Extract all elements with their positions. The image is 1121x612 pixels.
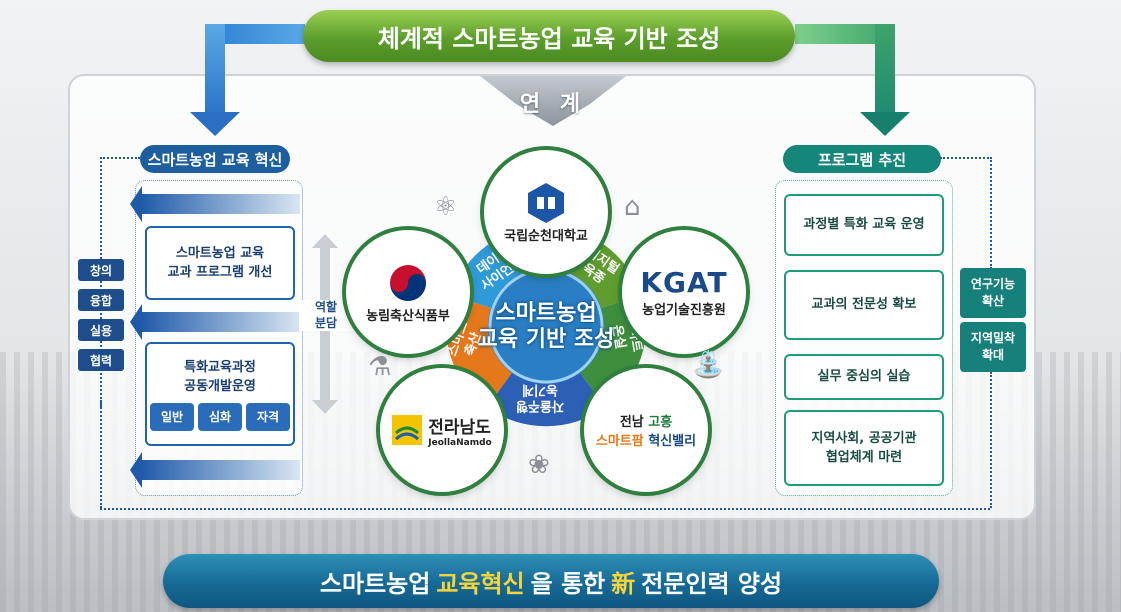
curriculum-line-2: 교과 프로그램 개선: [167, 265, 273, 280]
tag-basic: 일반: [150, 402, 194, 431]
right-dotted-vertical-2: [990, 372, 992, 508]
node-sunchon-university: 국립순천대학교: [484, 150, 608, 274]
role-line-2: 분담: [314, 315, 338, 330]
dna-icon: ⚗: [368, 352, 392, 382]
bottom-highlight-1: 교육혁신: [436, 569, 525, 598]
ring-au-1: 자율주행: [516, 398, 564, 414]
curriculum-box: 스마트농업 교육 교과 프로그램 개선: [145, 226, 295, 300]
program-box-2: 교과의 전문성 확보: [784, 270, 944, 340]
left-connector: [205, 24, 305, 44]
goheung-line-2: 스마트팜 혁신밸리: [596, 430, 696, 449]
ring-autonomous: 자율주행 농기계: [516, 382, 564, 414]
special-course-line-2: 공동개발운영: [184, 379, 256, 394]
tag-certification: 자격: [246, 402, 290, 431]
special-course-box: 특화교육과정 공동개발운영 일반 심화 자격: [145, 342, 295, 446]
node-jeollanamdo: 전라남도 JeollaNamdo: [380, 368, 504, 492]
left-title: 스마트농업 교육 혁신: [140, 145, 290, 173]
university-logo-icon: [528, 182, 564, 223]
bottom-post: 전문인력 양성: [641, 569, 783, 598]
right-connector: [795, 24, 895, 44]
jeollanamdo-label: 전라남도: [428, 417, 491, 438]
goheung-name: 고흥: [648, 415, 673, 430]
right-title: 프로그램 추진: [783, 145, 941, 173]
link-label: 연 계: [519, 92, 587, 117]
center-core: 스마트농업 교육 기반 조성: [476, 282, 616, 372]
program-box-4-line-1: 지역사회, 공공기관: [811, 430, 917, 446]
node-left-label: 농림축산식품부: [366, 308, 450, 324]
right-dotted-top: [940, 157, 992, 159]
side-tag-practicality: 실용: [78, 319, 124, 341]
irrigation-icon: ⛲: [692, 350, 725, 380]
plant-icon: ❀: [528, 450, 550, 480]
regional-line-2: 확대: [981, 348, 1005, 362]
left-dotted-vertical-2: [100, 400, 102, 508]
core-line-1: 스마트농업: [495, 300, 597, 326]
left-arrow-bar-3: [130, 452, 300, 488]
program-box-3: 실무 중심의 실습: [784, 354, 944, 400]
program-box-4-line-2: 협업체계 마련: [825, 450, 903, 465]
bottom-banner: 스마트농업 교육혁신 을 통한 新 전문인력 양성: [163, 554, 939, 608]
bottom-pre: 스마트농업: [319, 569, 431, 598]
taegeuk-logo-icon: [390, 264, 426, 301]
tag-advanced: 심화: [198, 402, 242, 431]
core-line-2: 교육 기반 조성: [477, 327, 615, 352]
curriculum-line-1: 스마트농업 교육: [175, 245, 265, 261]
left-dotted-top: [100, 157, 140, 159]
side-tag-creativity: 창의: [78, 259, 124, 281]
center-diagram: 데이터 사이언스 디지털 육종 스마트 온실 자율주행 농기계 스마트 축산 스…: [346, 150, 746, 496]
role-line-1: 역할: [314, 300, 338, 314]
role-division-label: 역할 분담: [299, 300, 353, 332]
goheung-pre: 전남: [619, 415, 649, 430]
course-level-tags: 일반 심화 자격: [150, 402, 290, 431]
bottom-mid: 을 통한: [530, 569, 606, 598]
research-line-1: 연구기능: [970, 277, 1016, 292]
left-dotted-vertical: [100, 157, 102, 407]
right-connector-down: [875, 24, 895, 116]
node-top-label: 국립순천대학교: [504, 228, 588, 244]
research-line-2: 확산: [981, 294, 1005, 308]
right-arrow-head-icon: [860, 112, 910, 136]
jeollanamdo-logo-icon: [392, 415, 423, 445]
jeollanamdo-logo: 전라남도 JeollaNamdo: [392, 413, 492, 448]
program-box-4: 지역사회, 공공기관 협업체계 마련: [784, 410, 944, 486]
right-dotted-vertical: [990, 157, 992, 269]
left-arrow-head-icon: [190, 112, 240, 136]
goheung-line-1: 전남 고흥: [620, 411, 672, 430]
kgat-logo: KGAT: [640, 266, 728, 299]
bottom-highlight-2: 新: [611, 569, 636, 598]
factory-icon: ⌂: [624, 192, 641, 222]
goheung-valley: 혁신밸리: [643, 434, 697, 449]
goheung-smartfarm: 스마트팜: [595, 434, 644, 449]
ring-au-2: 농기계: [521, 382, 558, 398]
down-arrow-icon: [480, 76, 626, 126]
top-banner: 체계적 스마트농업 교육 기반 조성: [303, 10, 795, 62]
program-box-1: 과정별 특화 교육 운영: [784, 194, 944, 256]
jeollanamdo-label-en: JeollaNamdo: [428, 437, 492, 448]
atom-icon: ⚛: [434, 192, 458, 222]
node-right-label: 농업기술진흥원: [642, 303, 726, 318]
node-ministry-agriculture: 농림축산식품부: [346, 230, 470, 354]
left-arrow-bar-2: [130, 304, 300, 340]
side-tag-convergence: 융합: [78, 289, 124, 311]
left-arrow-bar-1: [130, 186, 300, 222]
node-goheung-valley: 전남 고흥 스마트팜 혁신밸리: [584, 368, 708, 492]
bottom-dotted-line: [100, 508, 990, 510]
regional-line-1: 지역밀착: [970, 331, 1016, 346]
node-agri-tech-agency: KGAT 농업기술진흥원: [622, 230, 746, 354]
link-arrow: 연 계: [480, 76, 626, 126]
special-course-line-1: 특화교육과정: [184, 359, 256, 375]
left-connector-down: [205, 24, 225, 116]
side-tag-cooperation: 협력: [78, 349, 124, 371]
